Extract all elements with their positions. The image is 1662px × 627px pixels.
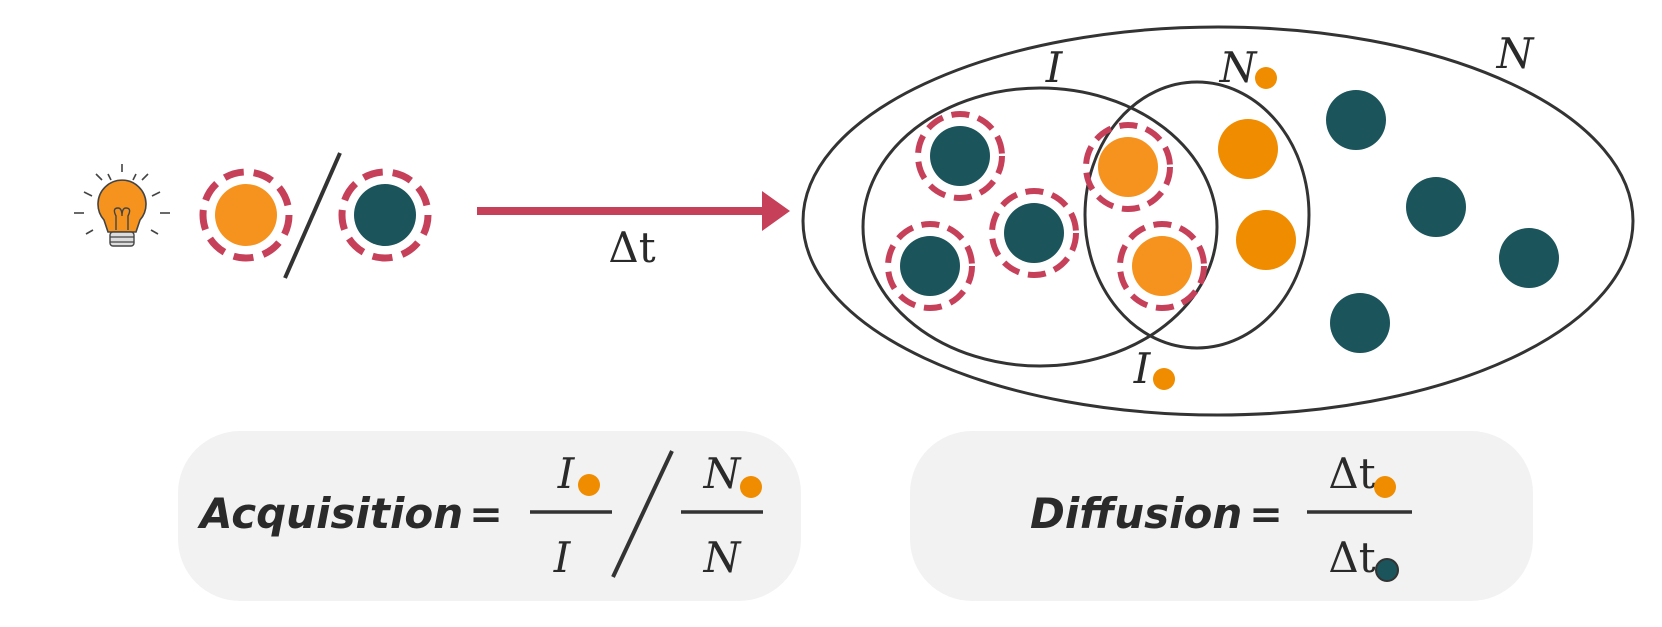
acquisition-num2: N (703, 449, 742, 498)
member-teal-4 (1330, 293, 1390, 353)
label-N-new: N (1219, 43, 1258, 92)
lightbulb-icon (74, 164, 170, 247)
set-population-N (801, 25, 1635, 417)
acquisition-equals: = (469, 492, 503, 538)
label-I: I (1045, 43, 1064, 92)
legend-innovator-orange (199, 168, 293, 262)
acquisition-num1-dot (578, 474, 600, 496)
label-N-outer: N (1496, 29, 1535, 78)
diffusion-den-dot (1375, 558, 1399, 582)
diffusion-box (910, 431, 1533, 601)
diffusion-label: Diffusion (1030, 489, 1242, 538)
legend-innovator-teal (338, 168, 432, 262)
innovator-orange-1 (1083, 122, 1173, 212)
innovator-teal-3 (885, 221, 975, 311)
time-arrow-head (762, 191, 790, 231)
acquisition-slash (611, 450, 674, 578)
label-I-new-dot (1153, 368, 1175, 390)
innovator-teal-1 (915, 111, 1005, 201)
label-I-new: I (1133, 344, 1152, 393)
acquisition-box (178, 431, 801, 601)
member-teal-2 (1406, 177, 1466, 237)
time-arrow-label: Δt (608, 223, 655, 272)
member-teal-3 (1499, 228, 1559, 288)
acquisition-den2: N (703, 533, 742, 582)
member-teal-1 (1326, 90, 1386, 150)
diffusion-num: Δt (1328, 449, 1375, 498)
acquisition-num1: I (557, 449, 576, 498)
innovator-orange-2 (1117, 221, 1207, 311)
adopter-orange-2 (1236, 210, 1296, 270)
legend-separator (283, 152, 342, 279)
diffusion-den: Δt (1328, 533, 1375, 582)
adopter-orange-1 (1218, 119, 1278, 179)
acquisition-num2-dot (740, 476, 762, 498)
diffusion-equals: = (1249, 492, 1283, 538)
acquisition-den1: I (553, 533, 572, 582)
diffusion-num-dot (1374, 476, 1396, 498)
label-N-new-dot (1255, 67, 1277, 89)
innovator-teal-2 (989, 188, 1079, 278)
set-innovators-I (861, 86, 1219, 368)
set-new-N (1083, 80, 1311, 350)
acquisition-label: Acquisition (197, 489, 463, 538)
